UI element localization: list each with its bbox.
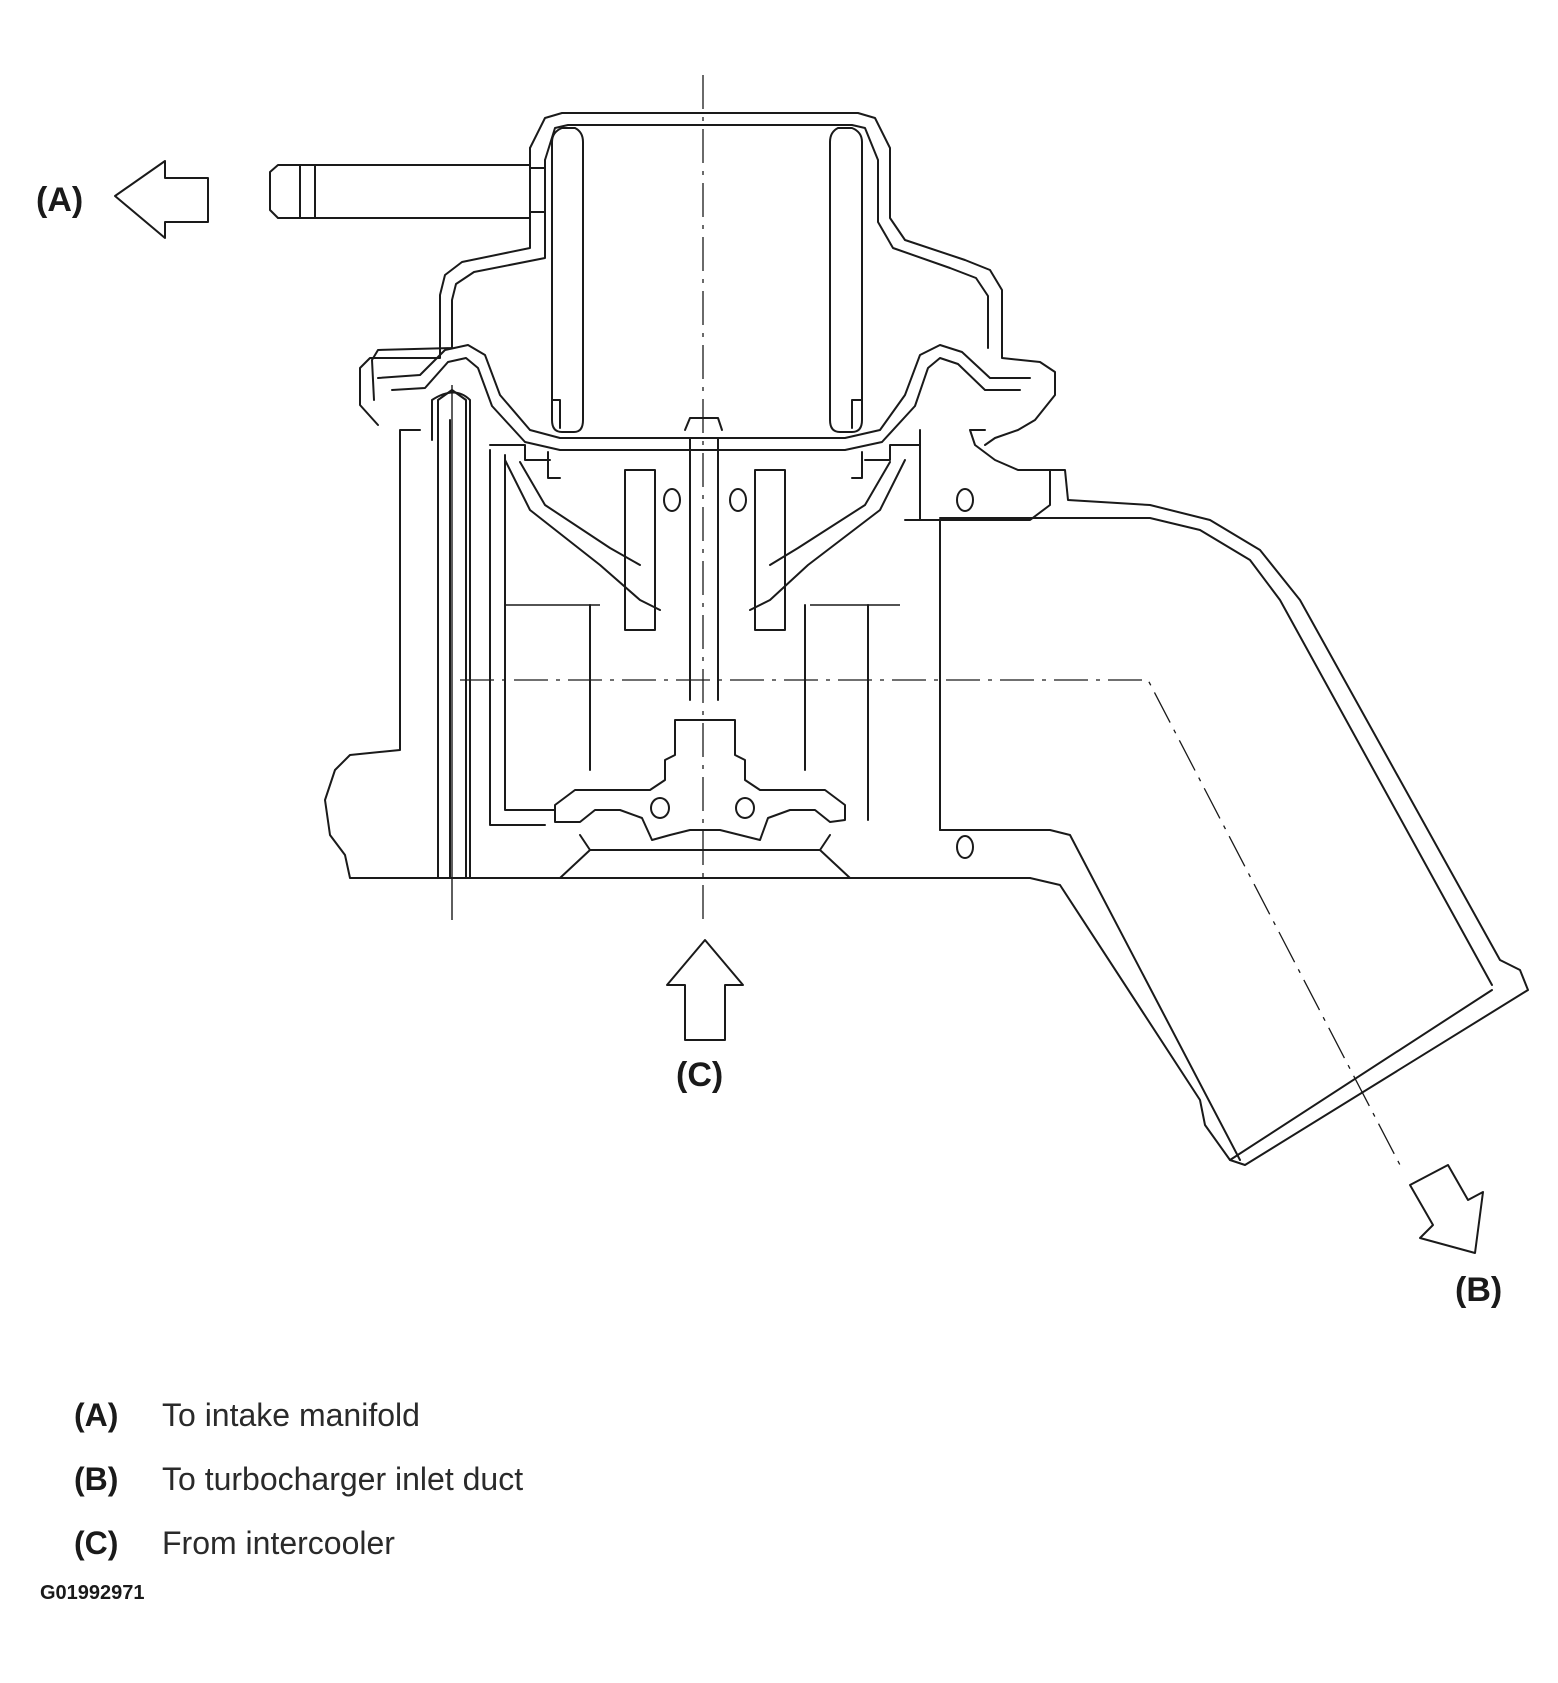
oring-stem-left: [663, 488, 681, 512]
outlet-flange: [919, 429, 1051, 831]
spring-left: [551, 127, 584, 433]
legend-key-b: (B): [74, 1460, 119, 1497]
arrow-c-inlet: [666, 939, 744, 1041]
legend-item-b: (B) To turbocharger inlet duct: [74, 1447, 523, 1511]
body-funnel-inner: [519, 461, 891, 566]
callout-a: (A): [36, 181, 83, 219]
legend-item-c: (C) From intercooler: [74, 1511, 523, 1575]
valve-seat: [559, 834, 851, 879]
arrow-a-outlet: [114, 160, 209, 239]
arrow-b-outlet: [1409, 1164, 1484, 1254]
body-upper-rim: [489, 444, 921, 521]
flow-centerline-horizontal: [460, 679, 1401, 1166]
legend-text-c: From intercooler: [162, 1524, 395, 1561]
outlet-pipe-inner: [939, 517, 1493, 1161]
diaphragm: [377, 344, 1031, 439]
diaphragm-inner: [391, 357, 1021, 451]
legend-key-c: (C): [74, 1524, 119, 1561]
valve-cross-section-diagram: (A) (C) (B): [36, 75, 1529, 1309]
cover-left-wall: [359, 147, 531, 426]
figure-id: G01992971: [40, 1582, 145, 1604]
spring-seat: [547, 399, 863, 479]
oring-poppet-left: [650, 797, 670, 819]
cylinder-walls: [589, 604, 869, 821]
callout-b: (B): [1455, 1271, 1502, 1309]
stem-guide: [624, 469, 786, 631]
diaphragm-cover: [529, 112, 1056, 446]
valve-body-outer: [324, 429, 1031, 879]
locating-pin: [437, 389, 467, 879]
valve-stem-head: [684, 417, 723, 479]
callout-c: (C): [676, 1056, 723, 1094]
valve-body-wall-left-inner: [489, 449, 556, 826]
body-funnel: [504, 459, 906, 611]
valve-poppet: [554, 719, 846, 841]
legend-item-a: (A) To intake manifold: [74, 1383, 523, 1447]
cover-left-wall-inner: [371, 159, 546, 401]
spring-right: [829, 127, 863, 433]
valve-body-wall-left: [431, 391, 471, 879]
oring-outlet-upper: [956, 488, 974, 512]
legend-text-b: To turbocharger inlet duct: [162, 1460, 524, 1497]
legend: (A) To intake manifold (B) To turbocharg…: [74, 1383, 523, 1575]
legend-key-a: (A): [74, 1396, 119, 1433]
diaphragm-cover-inner: [544, 124, 989, 349]
oring-stem-right: [729, 488, 747, 512]
legend-text-a: To intake manifold: [162, 1396, 420, 1433]
outlet-pipe-end: [1229, 989, 1493, 1161]
oring-poppet-right: [735, 797, 755, 819]
outlet-pipe-outer: [1029, 469, 1529, 1166]
oring-outlet-lower: [956, 835, 974, 859]
valve-stem: [689, 477, 719, 701]
vacuum-nipple: [269, 164, 546, 219]
